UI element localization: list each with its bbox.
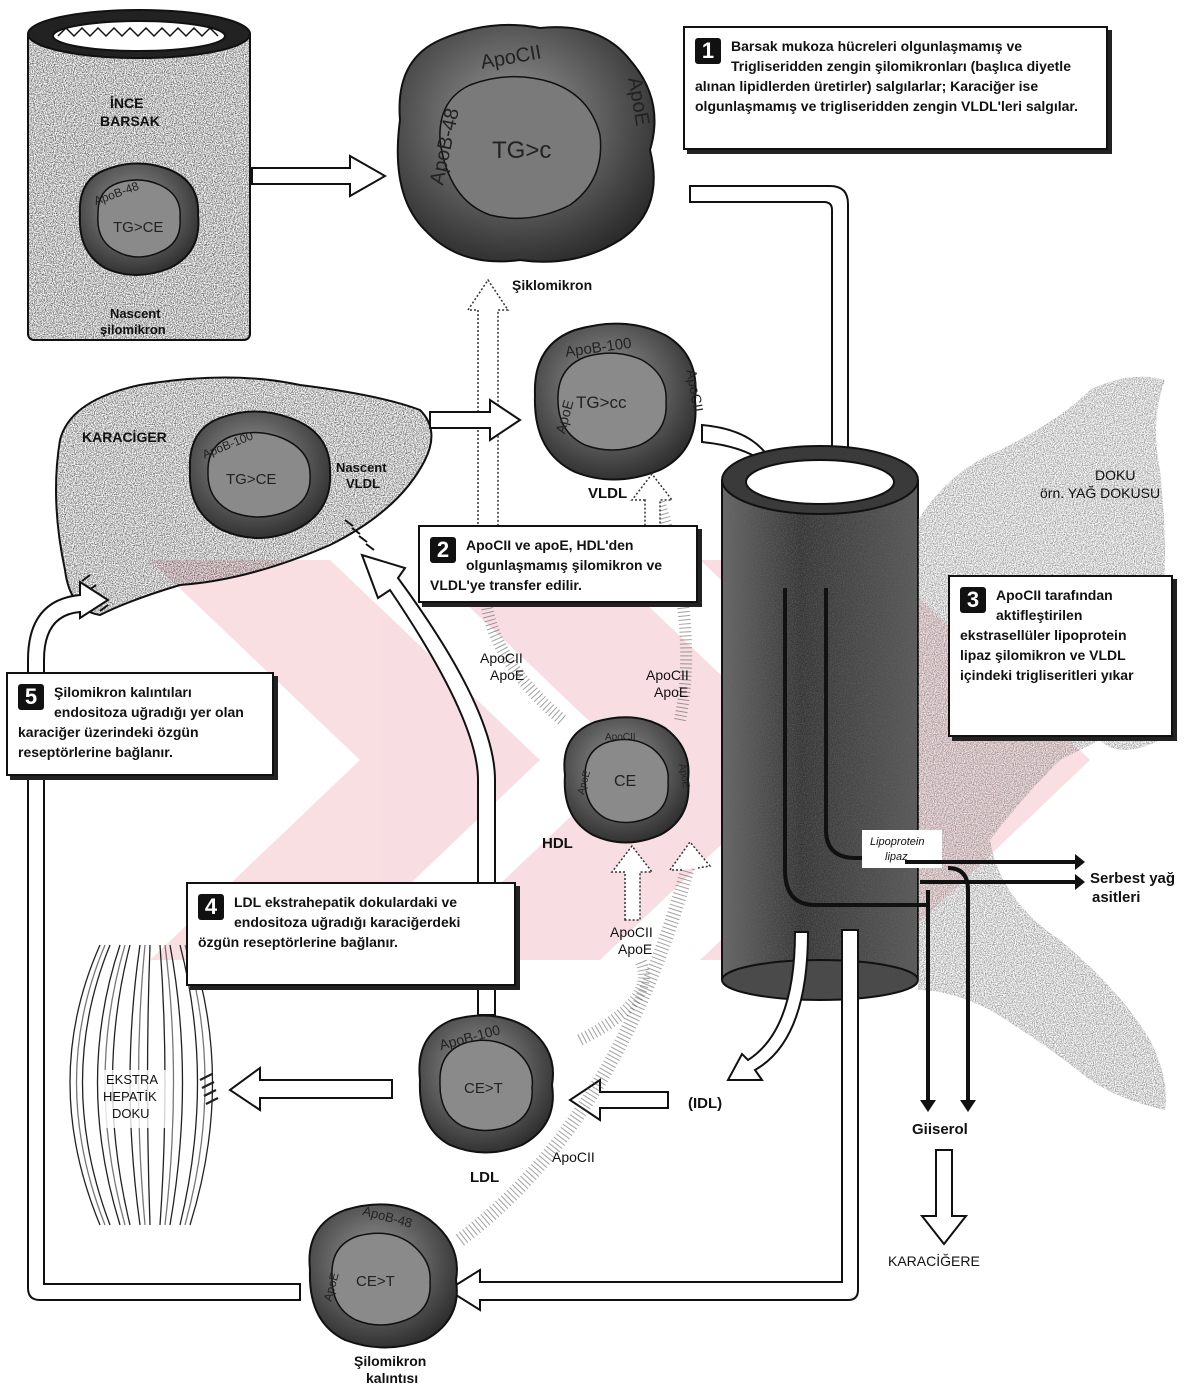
step-4-text: LDL ekstrahepatik dokulardaki ve endosit…: [198, 892, 504, 952]
nascent-silomikron-label-1: Nascent: [110, 306, 161, 321]
blood-vessel: [722, 446, 918, 1000]
ince-barsak-label-2: BARSAK: [100, 113, 160, 129]
arrow-liver-to-vldl: [430, 400, 520, 440]
remnant-core: CE>T: [356, 1273, 395, 1290]
apocii-bottom: ApoCII: [552, 1149, 595, 1165]
hdl-apo-top: ApoCII: [605, 732, 636, 743]
step-1-number: 1: [695, 38, 721, 64]
step-5-number: 5: [18, 684, 44, 710]
ekstra-label-1: EKSTRA: [106, 1072, 158, 1087]
ekstra-label-3: DOKU: [112, 1106, 150, 1121]
karacigere-label: KARACİĞERE: [888, 1252, 980, 1269]
lipoprotein-lipaz-label-1: Lipoprotein: [870, 836, 924, 848]
doku-label-2: örn. YAĞ DOKUSU: [1040, 485, 1160, 501]
nascent-vldl-label-1: Nascent: [336, 460, 387, 475]
hdl-label: HDL: [542, 835, 573, 852]
step-5-text: Şilomikron kalıntıları endositoza uğradı…: [18, 682, 262, 762]
step-4-number: 4: [198, 894, 224, 920]
nascent-vldl-label-2: VLDL: [346, 476, 380, 491]
ince-barsak-label-1: İNCE: [110, 95, 143, 111]
gliserol-label: Giiserol: [912, 1121, 968, 1138]
step-2-box: 2 ApoCII ve apoE, HDL'den olgunlaşmamış …: [418, 525, 698, 603]
step-2-text: ApoCII ve apoE, HDL'den olgunlaşmamış şi…: [430, 535, 686, 595]
karaciger-label: KARACİGER: [82, 429, 167, 445]
step-3-box: 3 ApoCII tarafından aktifleştirilen ekst…: [948, 575, 1173, 737]
doku-label-1: DOKU: [1095, 467, 1135, 483]
apocii-apoe-right-2: ApoE: [654, 684, 688, 700]
ldl-label: LDL: [470, 1169, 499, 1186]
idl-label: (IDL): [688, 1095, 722, 1112]
step-1-box: 1 Barsak mukoza hücreleri olgunlaşmamış …: [683, 26, 1108, 150]
step-3-text: ApoCII tarafından aktifleştirilen ekstra…: [960, 585, 1161, 685]
chylo-core: TG>c: [492, 137, 551, 164]
nascent-chylo-core: TG>CE: [113, 219, 163, 236]
arrow-to-liver-down: [922, 1150, 966, 1244]
apocii-apoe-mid-2: ApoE: [618, 941, 652, 957]
kalinti-label-2: kalıntısı: [366, 1370, 418, 1386]
step-4-box: 4 LDL ekstrahepatik dokulardaki ve endos…: [186, 882, 516, 986]
serbest-label-2: asitleri: [1092, 889, 1140, 906]
step-3-number: 3: [960, 587, 986, 613]
ekstra-label-2: HEPATİK: [103, 1089, 157, 1104]
apocii-apoe-left-2: ApoE: [490, 667, 524, 683]
kalinti-label-1: Şilomikron: [354, 1353, 426, 1369]
nascent-vldl-core: TG>CE: [226, 471, 276, 488]
vldl-label: VLDL: [588, 485, 627, 502]
apocii-apoe-right-1: ApoCII: [646, 667, 689, 683]
arrow-ldl-to-extrahepatic: [230, 1068, 392, 1110]
serbest-label-1: Serbest yağ: [1090, 870, 1175, 887]
vldl-core: TG>cc: [576, 393, 627, 412]
apocii-apoe-mid-1: ApoCII: [610, 924, 653, 940]
nascent-silomikron-label-2: şilomikron: [100, 322, 166, 337]
hdl-core: CE: [614, 773, 636, 790]
apocii-apoe-left-1: ApoCII: [480, 650, 523, 666]
arrow-intestine-to-chylomicron: [252, 156, 385, 196]
step-5-box: 5 Şilomikron kalıntıları endositoza uğra…: [6, 672, 274, 776]
step-2-number: 2: [430, 537, 456, 563]
ldl-core: CE>T: [464, 1080, 503, 1097]
step-1-text: Barsak mukoza hücreleri olgunlaşmamış ve…: [695, 36, 1096, 116]
lipoprotein-lipaz-label-2: lipaz: [885, 851, 908, 863]
silomikron-label: Şiklomikron: [512, 277, 592, 293]
